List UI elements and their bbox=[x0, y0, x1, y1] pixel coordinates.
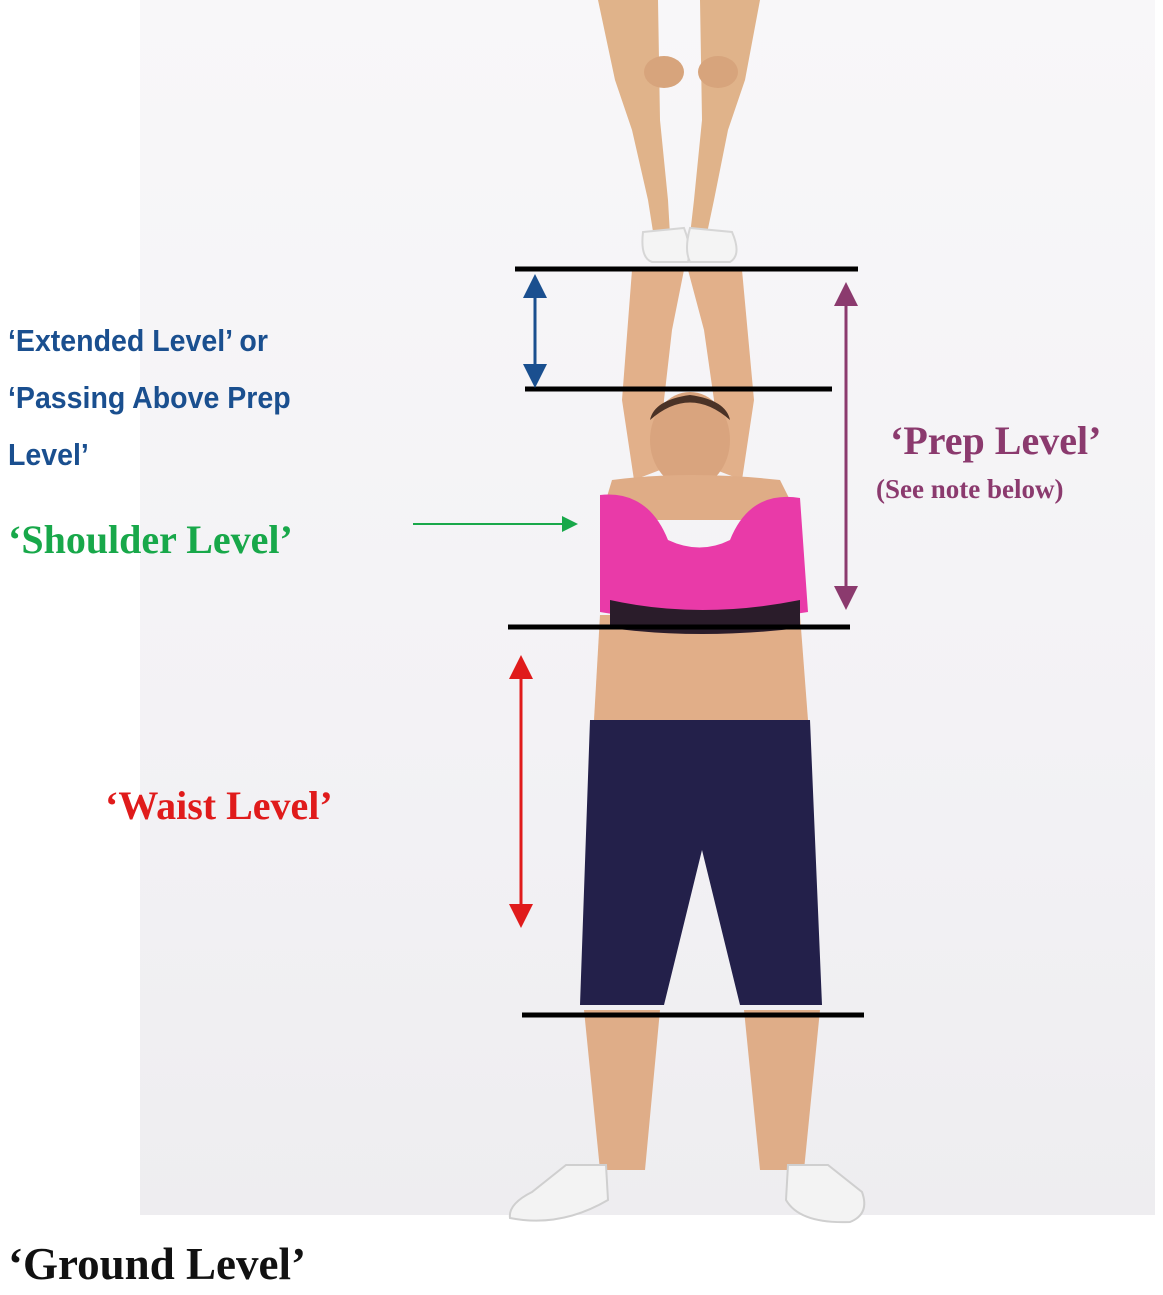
shoulder-level-label: ‘Shoulder Level’ bbox=[8, 516, 293, 563]
waist-level-label: ‘Waist Level’ bbox=[105, 782, 333, 829]
flyer-shoes bbox=[642, 228, 736, 262]
flyer-legs bbox=[598, 0, 760, 238]
prep-level-note: (See note below) bbox=[876, 474, 1063, 505]
base-person bbox=[510, 270, 864, 1222]
ground-level-label: ‘Ground Level’ bbox=[8, 1238, 306, 1290]
extended-level-label: ‘Extended Level’ or ‘Passing Above Prep … bbox=[8, 312, 339, 483]
prep-level-label: ‘Prep Level’ bbox=[890, 417, 1101, 464]
